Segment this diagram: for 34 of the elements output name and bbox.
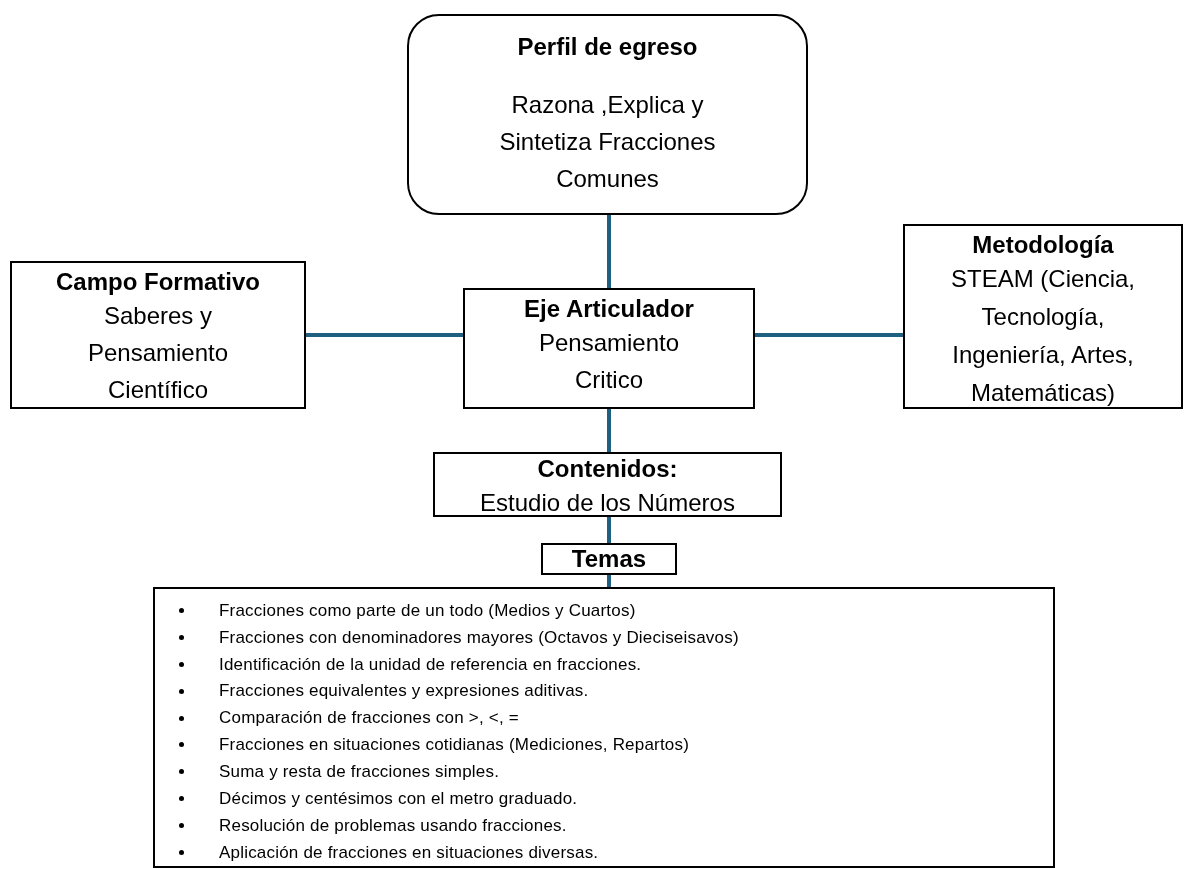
topic-item: Aplicación de fracciones en situaciones diversas. <box>219 841 599 864</box>
text-box <box>463 288 755 409</box>
topics-list-box <box>153 587 1055 868</box>
text-box <box>541 543 677 575</box>
text-box <box>903 224 1183 409</box>
topic-item: Fracciones con denominadores mayores (Octavos y Dieciseisavos) <box>219 626 739 649</box>
topic-item: Resolución de problemas usando fracciones. <box>219 814 567 837</box>
connector-line <box>607 517 611 543</box>
connector-line <box>306 333 463 337</box>
text-box <box>407 14 808 215</box>
topic-item: Comparación de fracciones con >, <, = <box>219 707 519 730</box>
topic-item: Suma y resta de fracciones simples. <box>219 761 500 784</box>
box-text: STEAM (Ciencia, Tecnología, Ingeniería, Artes, Matemáticas) <box>949 264 1136 408</box>
connector-line <box>607 215 611 288</box>
connector-line <box>607 409 611 452</box>
topic-item: Fracciones equivalentes y expresiones aditivas. <box>219 680 589 703</box>
topic-item: Fracciones en situaciones cotidianas (Mediciones, Repartos) <box>219 734 690 757</box>
box-heading: Temas <box>571 544 647 574</box>
connector-line <box>607 575 611 587</box>
box-text: Estudio de los Números <box>479 488 736 518</box>
box-heading: Contenidos: <box>537 454 678 484</box>
box-text: Saberes y Pensamiento Científico <box>86 301 230 405</box>
box-heading: Metodología <box>972 230 1114 260</box>
box-text: Razona ,Explica y Sintetiza Fracciones Comunes <box>498 90 717 194</box>
topic-item: Décimos y centésimos con el metro graduado. <box>219 788 578 811</box>
box-text: Pensamiento Critico <box>537 328 681 395</box>
box-heading: Perfil de egreso <box>517 32 698 62</box>
box-heading: Eje Articulador <box>524 294 694 324</box>
connector-line <box>755 333 903 337</box>
text-box <box>433 452 782 517</box>
topic-item: Identificación de la unidad de referencia en fracciones. <box>219 653 642 676</box>
box-heading: Campo Formativo <box>56 267 260 297</box>
topic-item: Fracciones como parte de un todo (Medios y Cuartos) <box>219 599 636 622</box>
text-box <box>10 261 306 409</box>
